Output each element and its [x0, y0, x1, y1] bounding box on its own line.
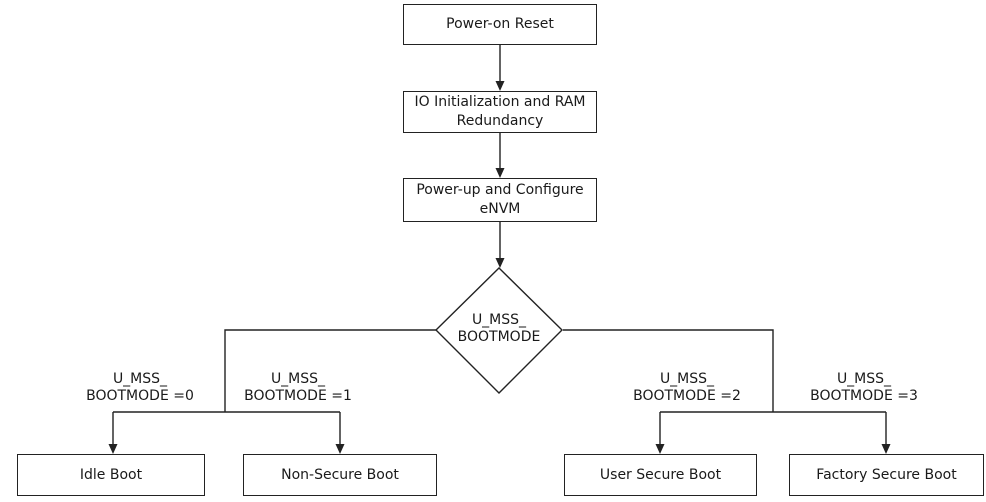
branch-label-line1: U_MSS_: [270, 371, 326, 387]
arrowhead-down-icon: [495, 81, 505, 91]
connector-decision-right: [563, 329, 774, 412]
arrowhead-down-icon: [655, 444, 665, 454]
branch-label-line2: BOOTMODE =3: [810, 388, 918, 404]
node-power-up-envm: Power-up and Configure eNVM: [403, 178, 597, 222]
branch-label-bootmode-3: U_MSS_ BOOTMODE =3: [784, 371, 944, 405]
branch-label-line1: U_MSS_: [836, 371, 892, 387]
arrowhead-down-icon: [495, 168, 505, 178]
node-power-on-reset: Power-on Reset: [403, 4, 597, 45]
branch-label-line2: BOOTMODE =2: [633, 388, 741, 404]
node-non-secure-boot: Non-Secure Boot: [243, 454, 437, 496]
arrowhead-down-icon: [495, 258, 505, 268]
connector-decision-left: [224, 329, 436, 412]
node-idle-boot: Idle Boot: [17, 454, 205, 496]
branch-label-line2: BOOTMODE =0: [86, 388, 194, 404]
branch-label-line1: U_MSS_: [659, 371, 715, 387]
decision-diamond-shape: [435, 267, 563, 394]
node-io-initialization: IO Initialization and RAM Redundancy: [403, 91, 597, 133]
arrowhead-down-icon: [881, 444, 891, 454]
decision-label-line2: BOOTMODE: [457, 329, 541, 345]
branch-label-bootmode-2: U_MSS_ BOOTMODE =2: [607, 371, 767, 405]
branch-label-line1: U_MSS_: [112, 371, 168, 387]
decision-node-label: U_MSS_ BOOTMODE: [439, 312, 559, 346]
arrowhead-down-icon: [335, 444, 345, 454]
node-factory-secure-boot: Factory Secure Boot: [789, 454, 984, 496]
arrowhead-down-icon: [108, 444, 118, 454]
branch-label-line2: BOOTMODE =1: [244, 388, 352, 404]
branch-label-bootmode-0: U_MSS_ BOOTMODE =0: [60, 371, 220, 405]
branch-label-bootmode-1: U_MSS_ BOOTMODE =1: [218, 371, 378, 405]
decision-label-line1: U_MSS_: [471, 312, 527, 328]
node-user-secure-boot: User Secure Boot: [564, 454, 757, 496]
